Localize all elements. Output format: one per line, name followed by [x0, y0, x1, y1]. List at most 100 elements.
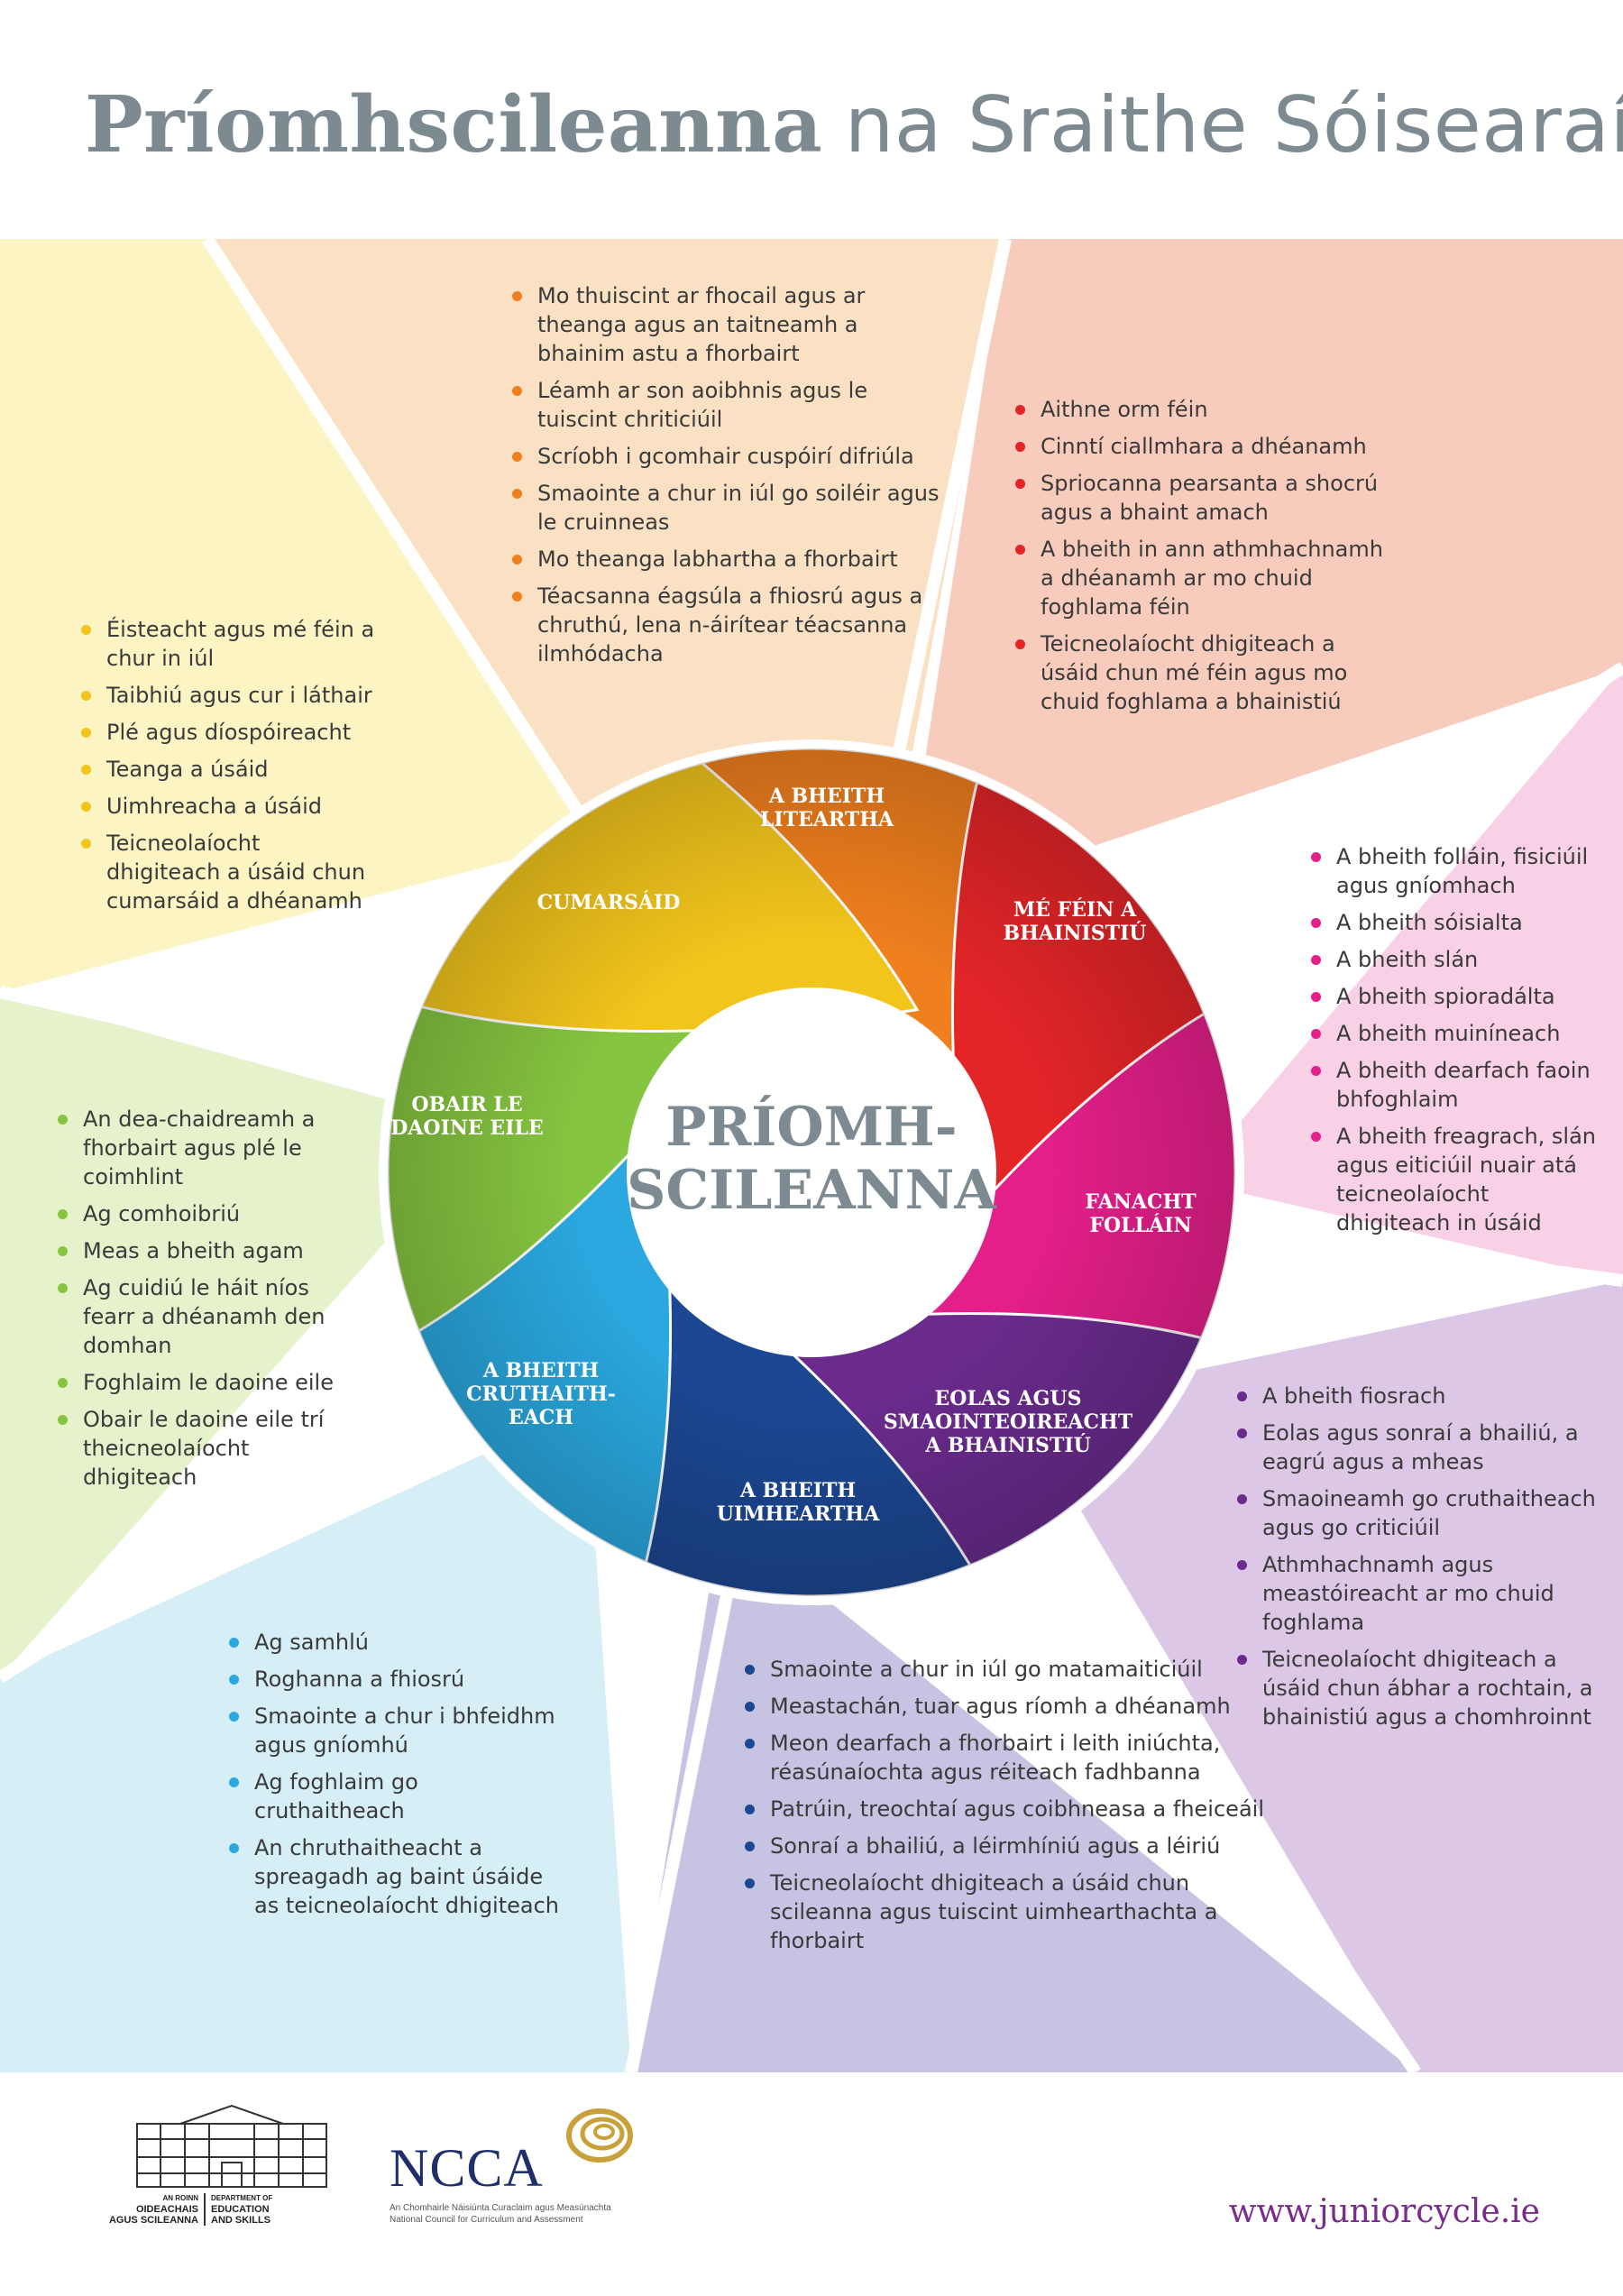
list-item: Teicneolaíocht dhigiteach a úsáid chun s…: [743, 1869, 1266, 1955]
list-item: A bheith slán: [1309, 945, 1598, 974]
list-item-text: Smaointe a chur in iúl go matamaiticiúil: [770, 1657, 1203, 1682]
list-item-text: Meon dearfach a fhorbairt i leith iniúch…: [770, 1731, 1221, 1785]
bullet-dot: [745, 1878, 755, 1888]
list-item-text: An dea-chaidreamh a fhorbairt agus plé l…: [83, 1107, 316, 1189]
bullet-dot: [512, 291, 522, 301]
list-item: Smaointe a chur in iúl go soiléir agus l…: [510, 479, 952, 537]
list-item: Foghlaim le daoine eile: [56, 1368, 344, 1397]
list-item-text: Eolas agus sonraí a bhailiú, a eagrú agu…: [1262, 1420, 1579, 1474]
bullet-dot: [512, 489, 522, 499]
bullet-dot: [58, 1246, 68, 1256]
list-item: A bheith spioradálta: [1309, 982, 1598, 1011]
list-item-text: Aithne orm féin: [1041, 397, 1208, 422]
bullet-dot: [745, 1702, 755, 1712]
bullet-dot: [512, 555, 522, 565]
bullet-dot: [1311, 992, 1321, 1002]
label-comm: CUMARSÁID: [537, 890, 681, 914]
list-item: Sonraí a bhailiú, a léirmhíniú agus a lé…: [743, 1832, 1266, 1860]
list-item: Mo theanga labhartha a fhorbairt: [510, 545, 952, 574]
bullet-dot: [81, 765, 91, 775]
list-item-text: A bheith spioradálta: [1336, 984, 1555, 1009]
dept-en-line1: DEPARTMENT OF: [211, 2194, 273, 2202]
ncca-subtitle: An Chomhairle Náisiúnta Curaclaim agus M…: [390, 2202, 611, 2226]
bullet-dot: [1015, 442, 1025, 452]
bullet-dot: [1237, 1391, 1247, 1401]
bullet-dot: [745, 1665, 755, 1675]
ncca-subtitle-en: National Council for Curriculum and Asse…: [390, 2215, 583, 2225]
list-item: Meas a bheith agam: [56, 1236, 344, 1265]
list-item-text: Teicneolaíocht dhigiteach a úsáid chun á…: [1262, 1647, 1593, 1730]
list-item-text: Sonraí a bhailiú, a léirmhíniú agus a lé…: [770, 1833, 1221, 1859]
list-item: Obair le daoine eile trí theicneolaíocht…: [56, 1405, 344, 1492]
list-item: Meastachán, tuar agus ríomh a dhéanamh: [743, 1692, 1266, 1721]
dept-en-line3: AND SKILLS: [211, 2215, 270, 2226]
list-wellbeing: A bheith folláin, fisiciúil agus gníomha…: [1309, 842, 1598, 1245]
bullet-dot: [512, 452, 522, 462]
list-item: Teicneolaíocht dhigiteach a úsáid chun m…: [1013, 629, 1392, 716]
list-item-text: Ag foghlaim go cruthaitheach: [254, 1769, 418, 1823]
list-item: A bheith sóisialta: [1309, 908, 1598, 937]
bullet-dot: [58, 1283, 68, 1293]
bullet-dot: [81, 691, 91, 701]
bullet-dot: [1311, 1029, 1321, 1039]
list-item: A bheith fiosrach: [1235, 1382, 1596, 1410]
wheel-center: [627, 987, 996, 1357]
bullet-dot: [1015, 405, 1025, 415]
list-item-text: Teicneolaíocht dhigiteach a úsáid chun c…: [106, 831, 366, 914]
bullet-dot: [512, 386, 522, 396]
list-item-text: A bheith sóisialta: [1336, 910, 1523, 935]
bullet-dot: [1237, 1560, 1247, 1570]
ncca-logo-text: NCCA: [390, 2138, 544, 2198]
panel-creative: [0, 1407, 631, 2072]
list-item: Athmhachnamh agus meastóireacht ar mo ch…: [1235, 1550, 1596, 1637]
bullet-dot: [58, 1115, 68, 1125]
bullet-dot: [229, 1675, 239, 1685]
list-item-text: Smaointe a chur i bhfeidhm agus gníomhú: [254, 1704, 555, 1758]
bullet-dot: [1311, 852, 1321, 862]
dept-ga-line2: OIDEACHAIS: [135, 2204, 198, 2215]
list-item-text: A bheith fiosrach: [1262, 1383, 1446, 1409]
list-item-text: Téacsanna éagsúla a fhiosrú agus a chrut…: [537, 583, 923, 666]
list-item: Patrúin, treochtaí agus coibhneasa a fhe…: [743, 1795, 1266, 1823]
list-item-text: Meastachán, tuar agus ríomh a dhéanamh: [770, 1694, 1231, 1719]
list-item: Teicneolaíocht dhigiteach a úsáid chun á…: [1235, 1645, 1596, 1731]
list-item-text: Smaointe a chur in iúl go soiléir agus l…: [537, 481, 940, 535]
list-item-text: Teanga a úsáid: [106, 757, 269, 782]
panel-numeracy: [631, 1515, 1416, 2072]
bullet-dot: [745, 1739, 755, 1749]
list-item-text: A bheith muiníneach: [1336, 1021, 1561, 1046]
list-item: An dea-chaidreamh a fhorbairt agus plé l…: [56, 1105, 344, 1191]
bullet-dot: [1237, 1655, 1247, 1665]
department-building-logo: [136, 2104, 327, 2188]
dept-ga-line1: AN ROINN: [162, 2194, 198, 2202]
bullet-dot: [229, 1777, 239, 1787]
list-item-text: A bheith freagrach, slán agus eiticiúil …: [1336, 1124, 1596, 1235]
list-item: Meon dearfach a fhorbairt i leith iniúch…: [743, 1729, 1266, 1786]
list-item: Plé agus díospóireacht: [79, 718, 377, 747]
list-item-text: Meas a bheith agam: [83, 1238, 304, 1263]
bullet-dot: [1015, 479, 1025, 489]
list-item: Léamh ar son aoibhnis agus le tuiscint c…: [510, 376, 952, 434]
list-item: Ag comhoibriú: [56, 1199, 344, 1228]
list-item: Aithne orm féin: [1013, 395, 1392, 424]
list-item: Teanga a úsáid: [79, 755, 377, 784]
list-item-text: Ag samhlú: [254, 1630, 369, 1655]
list-item-text: Cinntí ciallmhara a dhéanamh: [1041, 434, 1367, 459]
list-item: Smaoineamh go cruthaitheach agus go crit…: [1235, 1484, 1596, 1542]
dept-ga-line3: AGUS SCILEANNA: [108, 2215, 198, 2226]
website-link[interactable]: www.juniorcycle.ie: [1228, 2193, 1540, 2230]
list-item: Smaointe a chur i bhfeidhm agus gníomhú: [227, 1702, 570, 1759]
bullet-dot: [1015, 639, 1025, 649]
panel-self: [902, 239, 1623, 911]
list-item-text: Roghanna a fhiosrú: [254, 1667, 465, 1692]
bullet-dot: [229, 1638, 239, 1648]
panel-others: [0, 992, 487, 1677]
panel-literacy: [207, 239, 1005, 812]
list-item-text: Léamh ar son aoibhnis agus le tuiscint c…: [537, 378, 868, 432]
list-item-text: Ag comhoibriú: [83, 1201, 241, 1226]
ncca-spiral-logo: [566, 2108, 633, 2163]
